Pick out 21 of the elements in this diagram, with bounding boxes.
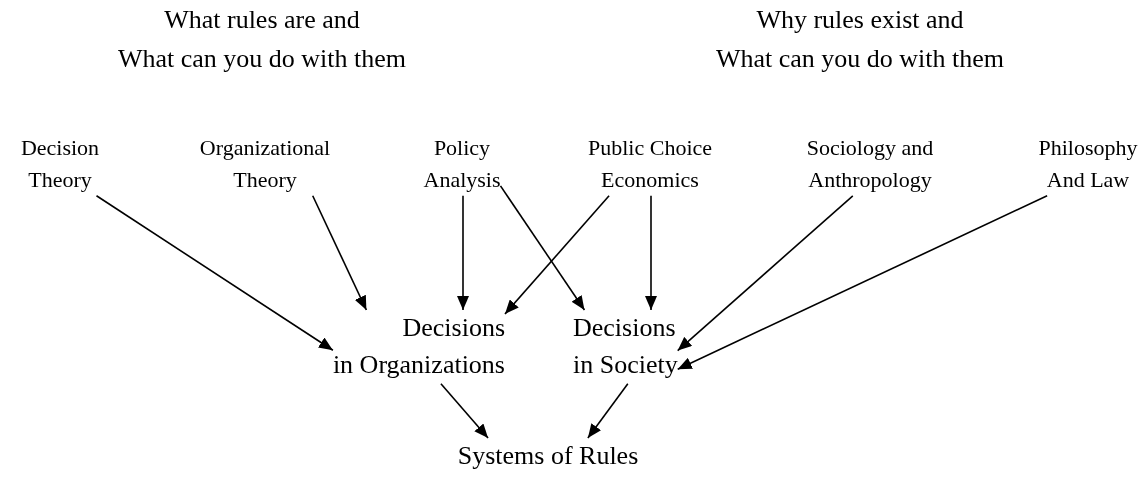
arrow [499,185,586,311]
arrow [440,383,489,439]
topic-label: Organizational Theory [199,132,331,196]
arrow [587,383,629,439]
arrow [95,195,334,352]
arrow [504,195,610,315]
arrow [457,195,469,311]
arrow [676,195,1048,370]
arrow [645,195,657,311]
topic-label: Decisions in Organizations [332,310,505,384]
topic-label: Systems of Rules [457,438,639,475]
topic-label: Decisions in Society [573,310,678,384]
topic-label: Public Choice Economics [588,132,712,196]
topic-label: Decision Theory [20,132,100,196]
arrow [311,195,368,311]
topic-label: Sociology and Anthropology [806,132,934,196]
arrow [676,195,854,352]
heading-text: What rules are and What can you do with them [117,4,407,75]
topic-label: Policy Analysis [423,132,501,196]
topic-label: Philosophy And Law [1038,132,1138,196]
heading-text: Why rules exist and What can you do with them [715,4,1005,75]
